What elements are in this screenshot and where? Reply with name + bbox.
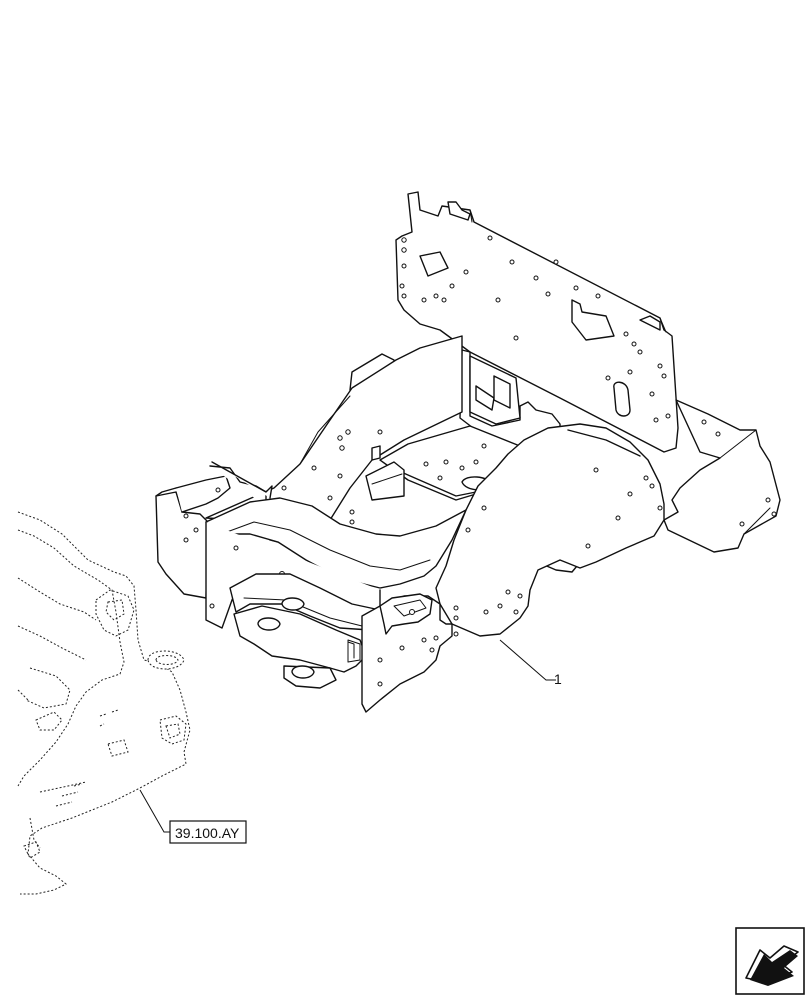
reference-assembly-dashed: [17, 511, 191, 895]
front-left-panel: [155, 461, 273, 599]
right-side-rail: [663, 399, 781, 553]
right-side-wall: [435, 423, 665, 637]
callout-reference-link[interactable]: 39.100.AY: [139, 789, 247, 844]
callout-item-1: 1: [499, 639, 562, 687]
callout-label-1: 1: [554, 671, 562, 687]
reference-link-text[interactable]: 39.100.AY: [175, 825, 240, 841]
rear-plate-holes: [399, 235, 671, 423]
next-page-arrow-icon[interactable]: [735, 927, 805, 995]
lower-pivot-arm-upper: [229, 573, 391, 631]
chassis-frame: [155, 191, 781, 713]
lower-pivot-arm-lower: [233, 605, 367, 689]
rear-plate: [395, 191, 679, 453]
reference-link-box[interactable]: [169, 820, 247, 844]
front-face-plate: [361, 593, 459, 713]
